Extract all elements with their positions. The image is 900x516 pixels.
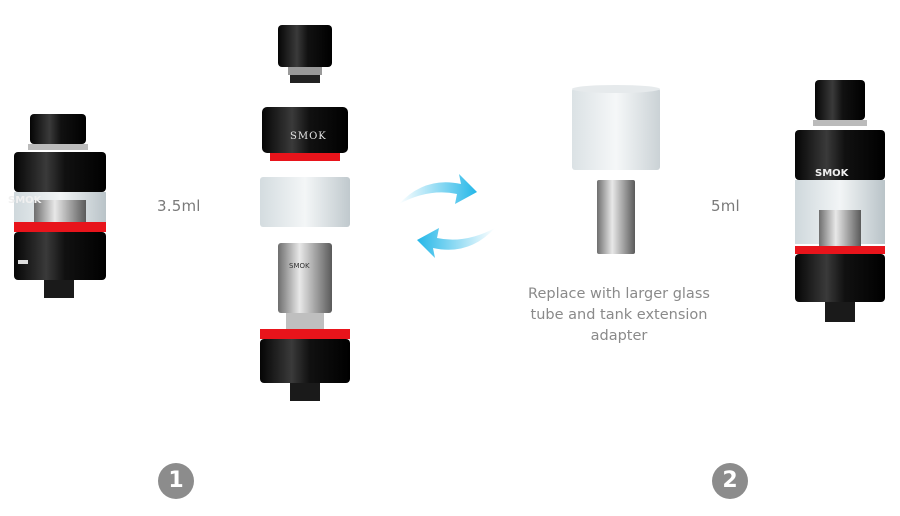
large-tank-brand: SMOK: [815, 168, 849, 179]
instruction-line-3: adapter: [590, 328, 648, 344]
large-tank-capacity: 5ml: [711, 197, 740, 215]
step-2-badge: 2: [712, 463, 748, 499]
instruction-line-1: Replace with larger glass: [528, 286, 710, 302]
coil-label: SMOK: [289, 262, 310, 270]
swap-arrows-icon: [399, 174, 495, 258]
small-tank-capacity: 3.5ml: [157, 197, 201, 215]
exploded-brand: SMOK: [290, 131, 327, 142]
small-tank-brand: SMOK: [8, 195, 42, 206]
small-tank-image: [14, 114, 106, 298]
large-tank-image: [795, 80, 885, 322]
exploded-parts-image: [260, 25, 350, 401]
instruction-line-2: tube and tank extension: [530, 307, 708, 323]
replacement-parts-image: [572, 85, 660, 254]
instruction-text: Replace with larger glass tube and tank …: [509, 284, 729, 347]
step-1-badge: 1: [158, 463, 194, 499]
